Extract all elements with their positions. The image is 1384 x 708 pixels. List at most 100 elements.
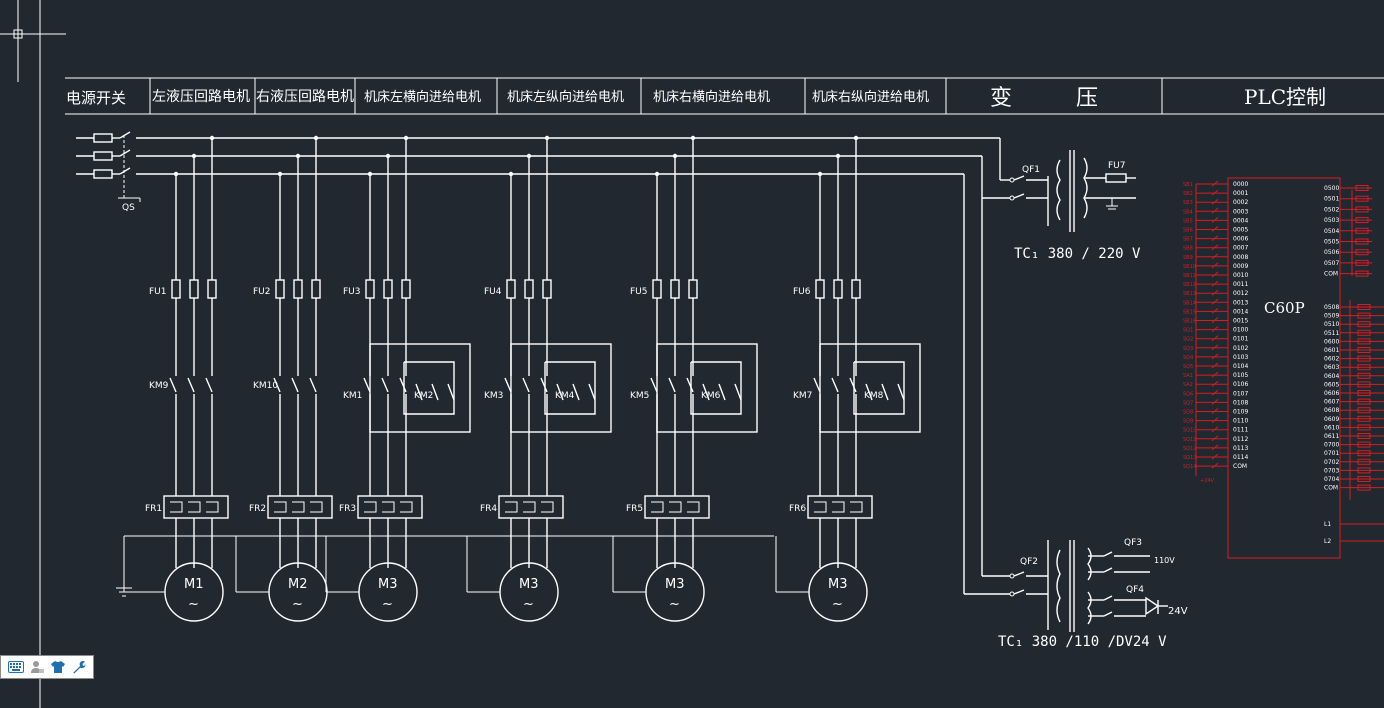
wrench-icon[interactable] (70, 658, 88, 676)
plc-output-coil (1357, 312, 1371, 319)
reversing-loop-inner (690, 361, 742, 415)
plc-output-coil (1357, 424, 1371, 431)
plc-output-coil (1357, 372, 1371, 379)
fuse-element (207, 279, 217, 299)
reverse-contact-blade (572, 383, 580, 401)
plc-output-pin: 0702 (1324, 459, 1339, 466)
plc-output-coil (1357, 467, 1371, 474)
plc-input-contact (1211, 189, 1219, 196)
plc-input-pin: 0114 (1233, 454, 1248, 461)
thermal-element (541, 501, 554, 513)
thermal-relay-label: FR6 (789, 504, 806, 514)
plc-output-coil (1357, 321, 1371, 328)
thermal-relay-label: FR1 (145, 504, 162, 514)
thermal-element (400, 501, 413, 513)
plc-output-pin: 0606 (1324, 390, 1339, 397)
plc-output-coil (1355, 195, 1369, 202)
plc-input-pin: 0005 (1233, 227, 1248, 234)
plc-input-pin: 0104 (1233, 363, 1248, 370)
contact-blade (169, 377, 177, 393)
plc-output-pin: 0504 (1324, 228, 1339, 235)
plc-output-coil (1357, 304, 1371, 310)
plc-input-pin: 0012 (1233, 290, 1248, 297)
plc-output-pin: 0605 (1324, 381, 1339, 388)
plc-output-pin: 0500 (1324, 185, 1339, 192)
fuse-element (652, 279, 662, 299)
junction-dot (173, 171, 179, 177)
contact-blade (187, 377, 195, 393)
plc-input-contact (1211, 408, 1219, 414)
keyboard-icon[interactable] (7, 658, 25, 676)
header-right-longitudinal: 机床右纵向进给电机 (812, 89, 929, 105)
fuse-element (506, 279, 516, 299)
plc-input-switch: SQ1 (1183, 328, 1193, 334)
thermal-element (292, 501, 305, 513)
plc-input-switch: SB6 (1183, 228, 1193, 234)
plc-input-contact (1211, 271, 1219, 278)
plc-output-pin: 0508 (1324, 304, 1339, 311)
fuse-element (815, 279, 825, 299)
plc-input-switch: SQ13 (1183, 455, 1196, 461)
ac-symbol: ~ (382, 597, 393, 612)
plc-output-coil (1355, 217, 1369, 224)
contactor-label: KM9 (149, 381, 169, 391)
plc-input-pin: 0010 (1233, 272, 1248, 279)
plc-input-switch: SB4 (1183, 209, 1193, 215)
thermal-element (170, 501, 183, 513)
reversing-loop-inner (853, 361, 905, 415)
motor-circle (645, 562, 705, 622)
plc-input-contact (1211, 444, 1219, 451)
ac-symbol: ~ (292, 597, 303, 612)
plc-input-contact (1211, 453, 1219, 460)
reversing-loop (819, 343, 921, 433)
plc-input-contact (1211, 426, 1219, 433)
junction-dot (403, 135, 409, 141)
plc-input-contact (1211, 399, 1219, 405)
motor-circle (808, 562, 868, 622)
junction-dot (544, 135, 550, 141)
header-left-hydraulic: 左液压回路电机 (152, 89, 250, 105)
plc-input-contact (1211, 289, 1219, 296)
plc-input-contact (1211, 326, 1219, 332)
contact-blade (205, 377, 213, 393)
plc-input-pin: 0102 (1233, 345, 1248, 352)
junction-dot (385, 153, 391, 159)
plc-output-coil (1357, 407, 1371, 414)
plc-output-coil (1357, 441, 1371, 448)
plc-output-pin: 0610 (1324, 424, 1339, 431)
plc-input-switch: SB11 (1183, 273, 1196, 279)
junction-dot (295, 153, 301, 159)
plc-input-pin: 0003 (1233, 208, 1248, 215)
tshirt-icon[interactable] (49, 658, 67, 676)
junction-dot (508, 171, 514, 177)
plc-output-pin: 0600 (1324, 338, 1339, 345)
fuse-label: FU3 (343, 287, 361, 297)
plc-input-switch: SB5 (1183, 218, 1193, 224)
plc-output-pin: 0608 (1324, 407, 1339, 414)
plc-input-switch: SB9 (1183, 255, 1193, 261)
fu7-label: FU7 (1108, 161, 1126, 171)
header-row: 电源开关 左液压回路电机 右液压回路电机 机床左横向进给电机 机床左纵向进给电机… (65, 77, 1384, 115)
contact-blade (273, 377, 281, 393)
contactor-label: KM3 (484, 391, 503, 401)
ac-symbol: ~ (669, 597, 680, 612)
user-icon[interactable] (28, 658, 46, 676)
plc-input-pin: COM (1233, 463, 1247, 470)
plc-output-pin: 0701 (1324, 450, 1339, 457)
plc-input-switch: SB10 (1183, 264, 1196, 270)
fuse-label: FU4 (484, 287, 502, 297)
thermal-relay (807, 495, 873, 519)
plc-input-contact (1211, 244, 1219, 251)
junction-dot (209, 135, 215, 141)
thermal-element (687, 501, 700, 513)
fuse-element (401, 279, 411, 299)
qf4-label: QF4 (1126, 585, 1144, 595)
plc-input-contact (1211, 217, 1219, 223)
fuse-element (524, 279, 534, 299)
plc-input-switch: SB2 (1183, 191, 1193, 197)
reverse-contact-blade (718, 383, 726, 401)
